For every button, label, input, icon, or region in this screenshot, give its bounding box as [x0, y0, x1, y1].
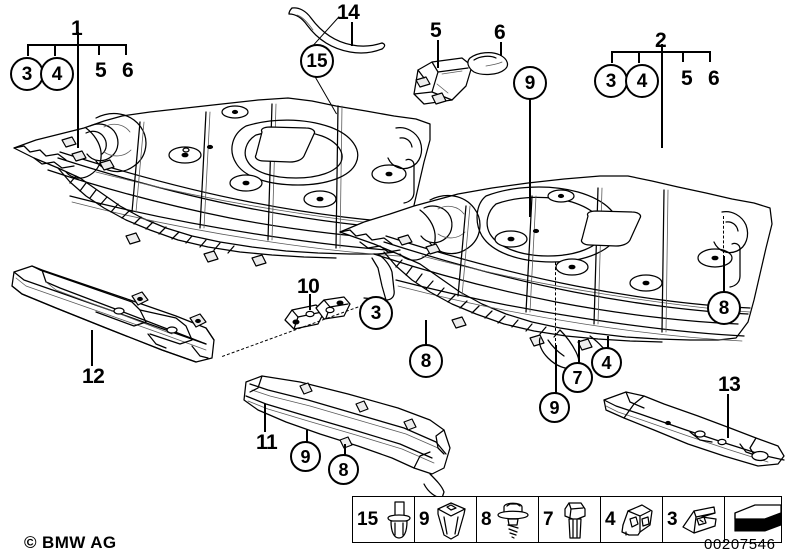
- legend-number-15: 15: [357, 509, 379, 530]
- legend-item-8: 8: [477, 497, 539, 542]
- callout-8-screw-right: 8: [707, 291, 741, 325]
- callout-9-expanding-nut-top: 9: [513, 66, 547, 100]
- leader-9-top: [529, 99, 531, 217]
- fastener-legend-strip: 15 9: [352, 496, 782, 543]
- leader-part-11: [264, 404, 266, 432]
- callout-8-screw-center: 8: [409, 344, 443, 378]
- legend-number-8: 8: [481, 509, 492, 530]
- callout-5-bracket-part: 5: [430, 19, 442, 42]
- legend-number-7: 7: [543, 509, 554, 530]
- legend-item-7: 7: [539, 497, 601, 542]
- callout-11-lower-cover-panel: 11: [256, 431, 278, 454]
- part-2-engine-compartment-shielding-right: [340, 176, 772, 369]
- callout-1-left-engine-compartment-shielding: 1: [71, 17, 83, 40]
- legend-item-section: [725, 497, 783, 542]
- leader-part-5-bracket: [437, 40, 439, 68]
- callout-7-hex-bolt: 7: [562, 362, 593, 393]
- sheet-metal-clip-icon: [680, 499, 718, 541]
- legend-item-15: 15: [353, 497, 415, 542]
- clip-tabs-left: [62, 137, 266, 266]
- leader-9-lower: [555, 345, 557, 393]
- leader-7: [578, 340, 580, 363]
- section-wedge-icon: [731, 499, 783, 541]
- copyright-notice: © BMW AG: [24, 533, 117, 552]
- callout-4-clip-nut-lower: 4: [591, 347, 622, 378]
- part-13-cross-brace: [604, 392, 784, 466]
- part-11-underbody-cover-panel: [244, 376, 450, 498]
- serration-teeth-left: [70, 176, 234, 253]
- legend-number-3: 3: [667, 509, 678, 530]
- legend-number-4: 4: [605, 509, 616, 530]
- leader-9-lower-dashed: [555, 262, 556, 346]
- legend-item-3: 3: [663, 497, 725, 542]
- callout-9-expanding-nut-panel: 9: [290, 441, 321, 472]
- leader-8-right-dashed: [723, 216, 724, 258]
- leader-part-2: [661, 44, 663, 148]
- callout-12-reinforcement-brace: 12: [82, 365, 105, 388]
- callout-10-flat-bracket: 10: [297, 275, 320, 298]
- legend-number-9: 9: [419, 509, 430, 530]
- callout-5-left-group: 5: [95, 59, 107, 82]
- callout-6-left-group: 6: [122, 59, 134, 82]
- leader-part-14: [351, 22, 353, 46]
- part-6-cover-cap: [468, 53, 508, 75]
- self-tapping-screw-icon: [494, 499, 532, 541]
- callout-3-clip-left-group: 3: [10, 57, 44, 91]
- callout-6-cap-part: 6: [494, 21, 506, 44]
- fastener-bosses-left: [169, 106, 406, 207]
- part-12-reinforcement-brace: [12, 266, 214, 362]
- diagram-number: 00207546: [704, 536, 776, 553]
- callout-8-screw-panel: 8: [328, 454, 359, 485]
- leader-8-centre: [425, 320, 427, 345]
- expanding-rivet-icon: [380, 499, 418, 541]
- leader-8-panel: [344, 444, 346, 455]
- callout-2-right-engine-compartment-shielding: 2: [655, 29, 667, 52]
- leader-4-lower: [607, 336, 609, 348]
- callout-4-clip-nut-right-group: 4: [625, 64, 659, 98]
- expanding-nut-icon: [432, 499, 470, 541]
- part-10-holding-bracket: [285, 297, 350, 329]
- callout-5-right-group: 5: [681, 67, 693, 90]
- callout-3-clip-center: 3: [359, 296, 393, 330]
- clip-nut-icon: [618, 499, 656, 541]
- hex-flange-bolt-icon: [556, 499, 594, 541]
- part-14-curved-trim-strip: [289, 8, 385, 53]
- leader-part-12: [91, 330, 93, 366]
- serration-teeth-right: [396, 260, 560, 337]
- leader-part-13: [727, 394, 729, 438]
- callout-3-clip-right-group: 3: [594, 64, 628, 98]
- callout-15-expanding-rivet: 15: [300, 44, 334, 78]
- leader-part-6-cap: [500, 42, 502, 56]
- callout-14-curved-trim-strip: 14: [337, 1, 360, 24]
- callout-6-right-group: 6: [708, 67, 720, 90]
- legend-item-4: 4: [601, 497, 663, 542]
- leader-part-10: [309, 294, 311, 310]
- callout-9-expanding-nut-lower: 9: [539, 392, 570, 423]
- leader-9-panel: [306, 430, 308, 442]
- leader-8-right: [723, 256, 725, 292]
- part-1-engine-compartment-shielding-left: [14, 98, 430, 300]
- callout-13-cross-brace: 13: [718, 373, 741, 396]
- part-5-mounting-bracket: [414, 58, 472, 104]
- callout-4-clip-nut-left-group: 4: [40, 57, 74, 91]
- leader-part-1: [77, 32, 79, 148]
- legend-item-9: 9: [415, 497, 477, 542]
